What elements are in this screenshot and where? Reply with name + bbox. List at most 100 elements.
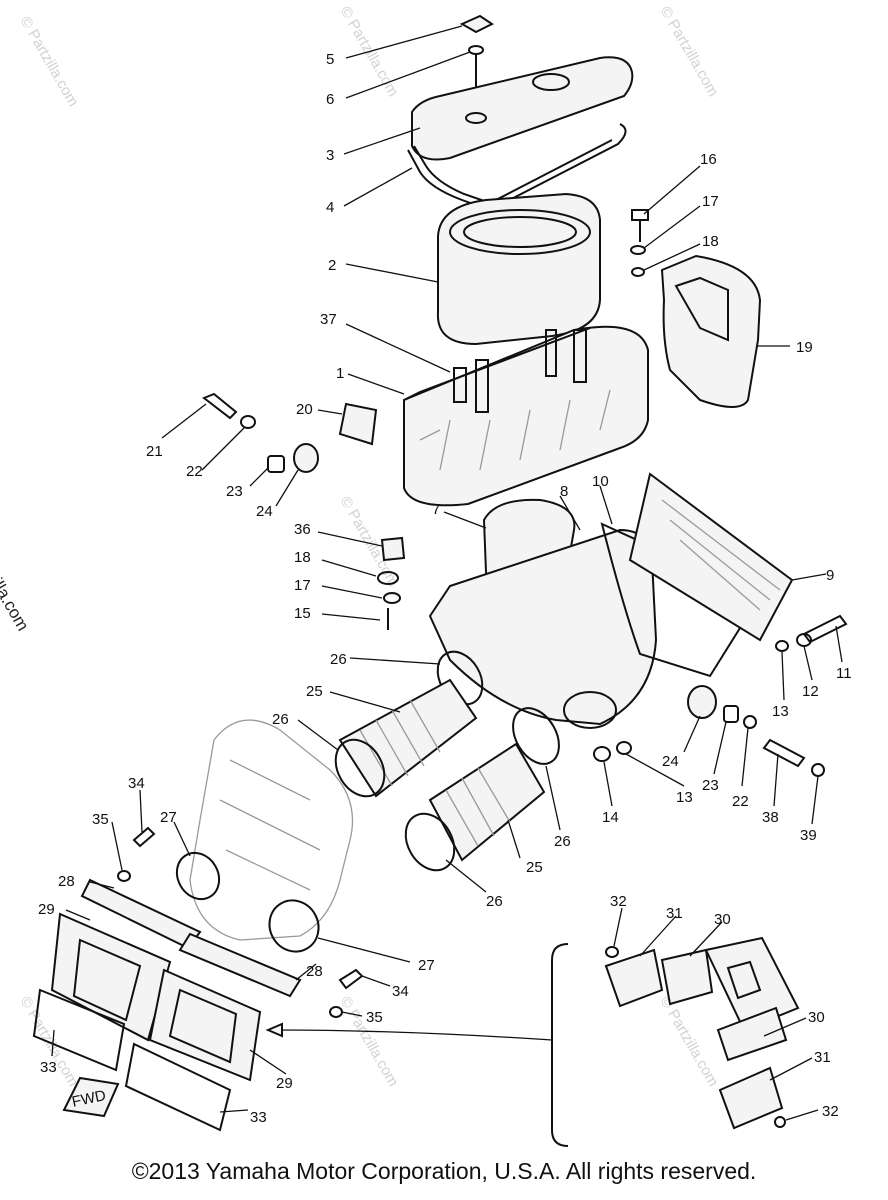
callout-28-b: 28 bbox=[306, 963, 323, 980]
callout-25-a: 25 bbox=[306, 683, 323, 700]
collar-23-right bbox=[723, 705, 739, 723]
callout-31-bottom: 31 bbox=[814, 1049, 831, 1066]
callout-24: 24 bbox=[256, 503, 273, 520]
bracket-36 bbox=[380, 536, 406, 562]
callout-5: 5 bbox=[326, 51, 334, 68]
callout-32-top: 32 bbox=[610, 893, 627, 910]
callout-32-bottom: 32 bbox=[822, 1103, 839, 1120]
inset-stopper-31-bottom bbox=[718, 1066, 784, 1130]
callout-26-c: 26 bbox=[554, 833, 571, 850]
bolt-21 bbox=[201, 392, 238, 420]
inset-reed-block bbox=[704, 936, 800, 1032]
callout-13-mid: 13 bbox=[676, 789, 693, 806]
callout-36: 36 bbox=[294, 521, 311, 538]
nut-22-right bbox=[743, 715, 757, 729]
bolt-34-lower bbox=[338, 968, 364, 990]
cap-bolt bbox=[459, 14, 494, 34]
air-filter-element bbox=[436, 192, 601, 346]
clamp-26-bottom bbox=[404, 812, 456, 872]
callout-20: 20 bbox=[296, 401, 313, 418]
element-cap bbox=[411, 56, 634, 161]
watermark-8: © Partzilla.com bbox=[657, 994, 722, 1090]
callout-10: 10 bbox=[592, 473, 609, 490]
callout-35-lower: 35 bbox=[366, 1009, 383, 1026]
callout-34-lower: 34 bbox=[392, 983, 409, 1000]
boot-25-upper bbox=[338, 678, 478, 798]
callout-33-b: 33 bbox=[250, 1109, 267, 1126]
callout-28-a: 28 bbox=[58, 873, 75, 890]
clamp-26-lower-left bbox=[334, 738, 386, 798]
inset-stopper-31-top bbox=[604, 948, 664, 1008]
callout-22: 22 bbox=[186, 463, 203, 480]
callout-30-bottom: 30 bbox=[808, 1009, 825, 1026]
watermark-7: © Partzilla.com bbox=[337, 994, 402, 1090]
callout-labels: 5 6 3 4 2 37 1 16 17 18 19 21 22 20 23 2… bbox=[38, 51, 852, 1126]
bolt-38 bbox=[762, 738, 806, 768]
gasket-33-upper bbox=[32, 988, 126, 1072]
callout-27-b: 27 bbox=[418, 957, 435, 974]
callout-9: 9 bbox=[826, 567, 834, 584]
joint-28-lower bbox=[178, 932, 302, 998]
washer-14 bbox=[593, 746, 611, 762]
callout-13-right: 13 bbox=[772, 703, 789, 720]
fwd-label: FWD bbox=[70, 1087, 107, 1111]
fwd-arrow: FWD bbox=[62, 1076, 120, 1118]
callout-2: 2 bbox=[328, 257, 336, 274]
bolt-11 bbox=[802, 614, 848, 644]
callout-23: 23 bbox=[226, 483, 243, 500]
callout-29-b: 29 bbox=[276, 1075, 293, 1092]
callout-18-mid: 18 bbox=[294, 549, 311, 566]
leaders bbox=[51, 25, 843, 1121]
clamp-27-upper bbox=[175, 851, 221, 901]
reed-block-29-upper bbox=[50, 912, 172, 1042]
carburetor-outline bbox=[189, 719, 354, 941]
callout-11: 11 bbox=[836, 665, 852, 682]
callout-4: 4 bbox=[326, 199, 334, 216]
copyright-notice: ©2013 Yamaha Motor Corporation, U.S.A. A… bbox=[131, 1158, 757, 1184]
reed-block-29-lower bbox=[148, 968, 262, 1082]
callout-26-a: 26 bbox=[330, 651, 347, 668]
callout-37: 37 bbox=[320, 311, 337, 328]
callout-30-top: 30 bbox=[714, 911, 731, 928]
callout-1: 1 bbox=[336, 365, 344, 382]
callout-22-right: 22 bbox=[732, 793, 749, 810]
washer-18 bbox=[631, 267, 645, 277]
callout-21: 21 bbox=[146, 443, 163, 460]
air-box-body bbox=[403, 325, 649, 507]
callout-12: 12 bbox=[802, 683, 819, 700]
silencer-body bbox=[428, 528, 658, 729]
callout-33-a: 33 bbox=[40, 1059, 57, 1076]
callout-17: 17 bbox=[702, 193, 719, 210]
washer-stack-left bbox=[377, 571, 401, 630]
cover-9 bbox=[628, 472, 794, 642]
callout-25-b: 25 bbox=[526, 859, 543, 876]
washer-17 bbox=[630, 245, 646, 255]
callout-3: 3 bbox=[326, 147, 334, 164]
grommet-24 bbox=[293, 443, 319, 473]
callout-29-a: 29 bbox=[38, 901, 55, 918]
inset-screw-32-top bbox=[605, 946, 619, 958]
callout-16: 16 bbox=[700, 151, 717, 168]
callout-17-mid: 17 bbox=[294, 577, 311, 594]
watermark-1: © Partzilla.com bbox=[17, 14, 82, 110]
gasket-33-lower bbox=[124, 1042, 232, 1132]
inset-bracket bbox=[265, 943, 569, 1147]
clamp-27-lower bbox=[268, 899, 320, 953]
washer-35-left bbox=[117, 870, 131, 882]
watermark-3: © Partzilla.com bbox=[657, 4, 722, 100]
callout-27-a: 27 bbox=[160, 809, 177, 826]
grommet-24-right bbox=[687, 685, 717, 719]
inset-reed-30-bottom bbox=[716, 1006, 788, 1062]
callout-14: 14 bbox=[602, 809, 619, 826]
callout-19: 19 bbox=[796, 339, 813, 356]
callout-39: 39 bbox=[800, 827, 817, 844]
boot-25-lower bbox=[428, 742, 546, 862]
callout-26-b: 26 bbox=[272, 711, 289, 728]
callout-24-right: 24 bbox=[662, 753, 679, 770]
callout-6: 6 bbox=[326, 91, 334, 108]
clamp-26-right bbox=[512, 707, 560, 765]
bolt-34-left bbox=[132, 826, 156, 848]
callout-35-left: 35 bbox=[92, 811, 109, 828]
callout-8: 8 bbox=[560, 483, 568, 500]
